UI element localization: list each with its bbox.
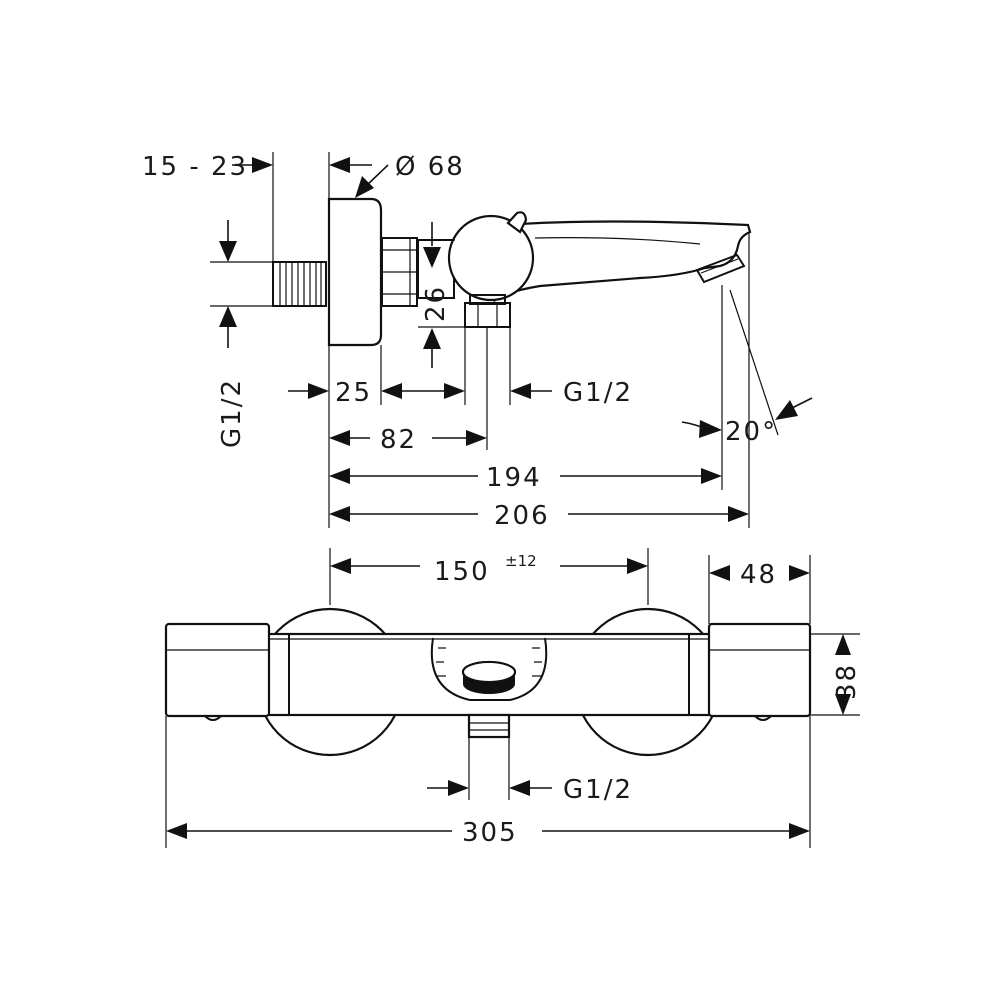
side-view: 15 - 23 Ø 68 G1/2 26 bbox=[142, 152, 813, 531]
front-extension-lines bbox=[165, 548, 860, 848]
dim-diameter-label: Ø 68 bbox=[395, 152, 465, 182]
dim-angle: 20° bbox=[681, 397, 813, 447]
spout bbox=[493, 220, 752, 303]
hex-nut bbox=[381, 237, 418, 307]
dim-g-mid: G1/2 bbox=[510, 378, 633, 408]
dim-overall-label: 305 bbox=[462, 818, 518, 848]
dim-diameter: Ø 68 bbox=[329, 152, 465, 198]
dim-angle-label: 20° bbox=[725, 417, 777, 447]
dim-wall-depth-label: 15 - 23 bbox=[142, 152, 248, 182]
right-handle bbox=[707, 622, 812, 721]
dim-25-label: 25 bbox=[335, 378, 372, 408]
threaded-connector bbox=[272, 261, 327, 307]
dim-height: 38 bbox=[832, 634, 862, 715]
dim-194-label: 194 bbox=[486, 463, 542, 493]
dim-82: 82 bbox=[329, 425, 487, 455]
dim-26: 26 bbox=[421, 222, 451, 368]
front-view: 150 ±12 48 38 G1/2 bbox=[164, 548, 862, 848]
wall-flange bbox=[327, 197, 383, 347]
dim-206-label: 206 bbox=[494, 501, 550, 531]
dim-wall-depth: 15 - 23 bbox=[142, 152, 273, 182]
dim-centers-tolerance: ±12 bbox=[505, 552, 537, 570]
dim-25: 25 bbox=[288, 378, 465, 408]
dim-height-label: 38 bbox=[832, 663, 862, 700]
dim-g-bottom-label: G1/2 bbox=[563, 775, 633, 805]
dim-g-bottom: G1/2 bbox=[427, 775, 633, 805]
dim-g-left: G1/2 bbox=[217, 220, 247, 448]
dim-centers-label: 150 bbox=[434, 557, 490, 587]
thermostat-body bbox=[447, 214, 535, 302]
left-handle bbox=[164, 622, 271, 721]
side-extension-lines bbox=[210, 152, 779, 528]
dim-centers: 150 ±12 bbox=[330, 552, 648, 587]
dim-g-left-label: G1/2 bbox=[217, 378, 247, 448]
dim-82-label: 82 bbox=[380, 425, 417, 455]
dim-end-width-label: 48 bbox=[740, 560, 777, 590]
bottom-outlet bbox=[467, 713, 511, 739]
aerator bbox=[695, 253, 746, 284]
dim-206: 206 bbox=[329, 501, 749, 531]
dim-194: 194 bbox=[329, 463, 722, 493]
dim-end-width: 48 bbox=[709, 560, 810, 590]
dim-g-mid-label: G1/2 bbox=[563, 378, 633, 408]
center-control bbox=[430, 637, 548, 701]
dim-overall: 305 bbox=[166, 818, 810, 848]
lever bbox=[506, 211, 528, 234]
dim-26-label: 26 bbox=[421, 285, 451, 322]
